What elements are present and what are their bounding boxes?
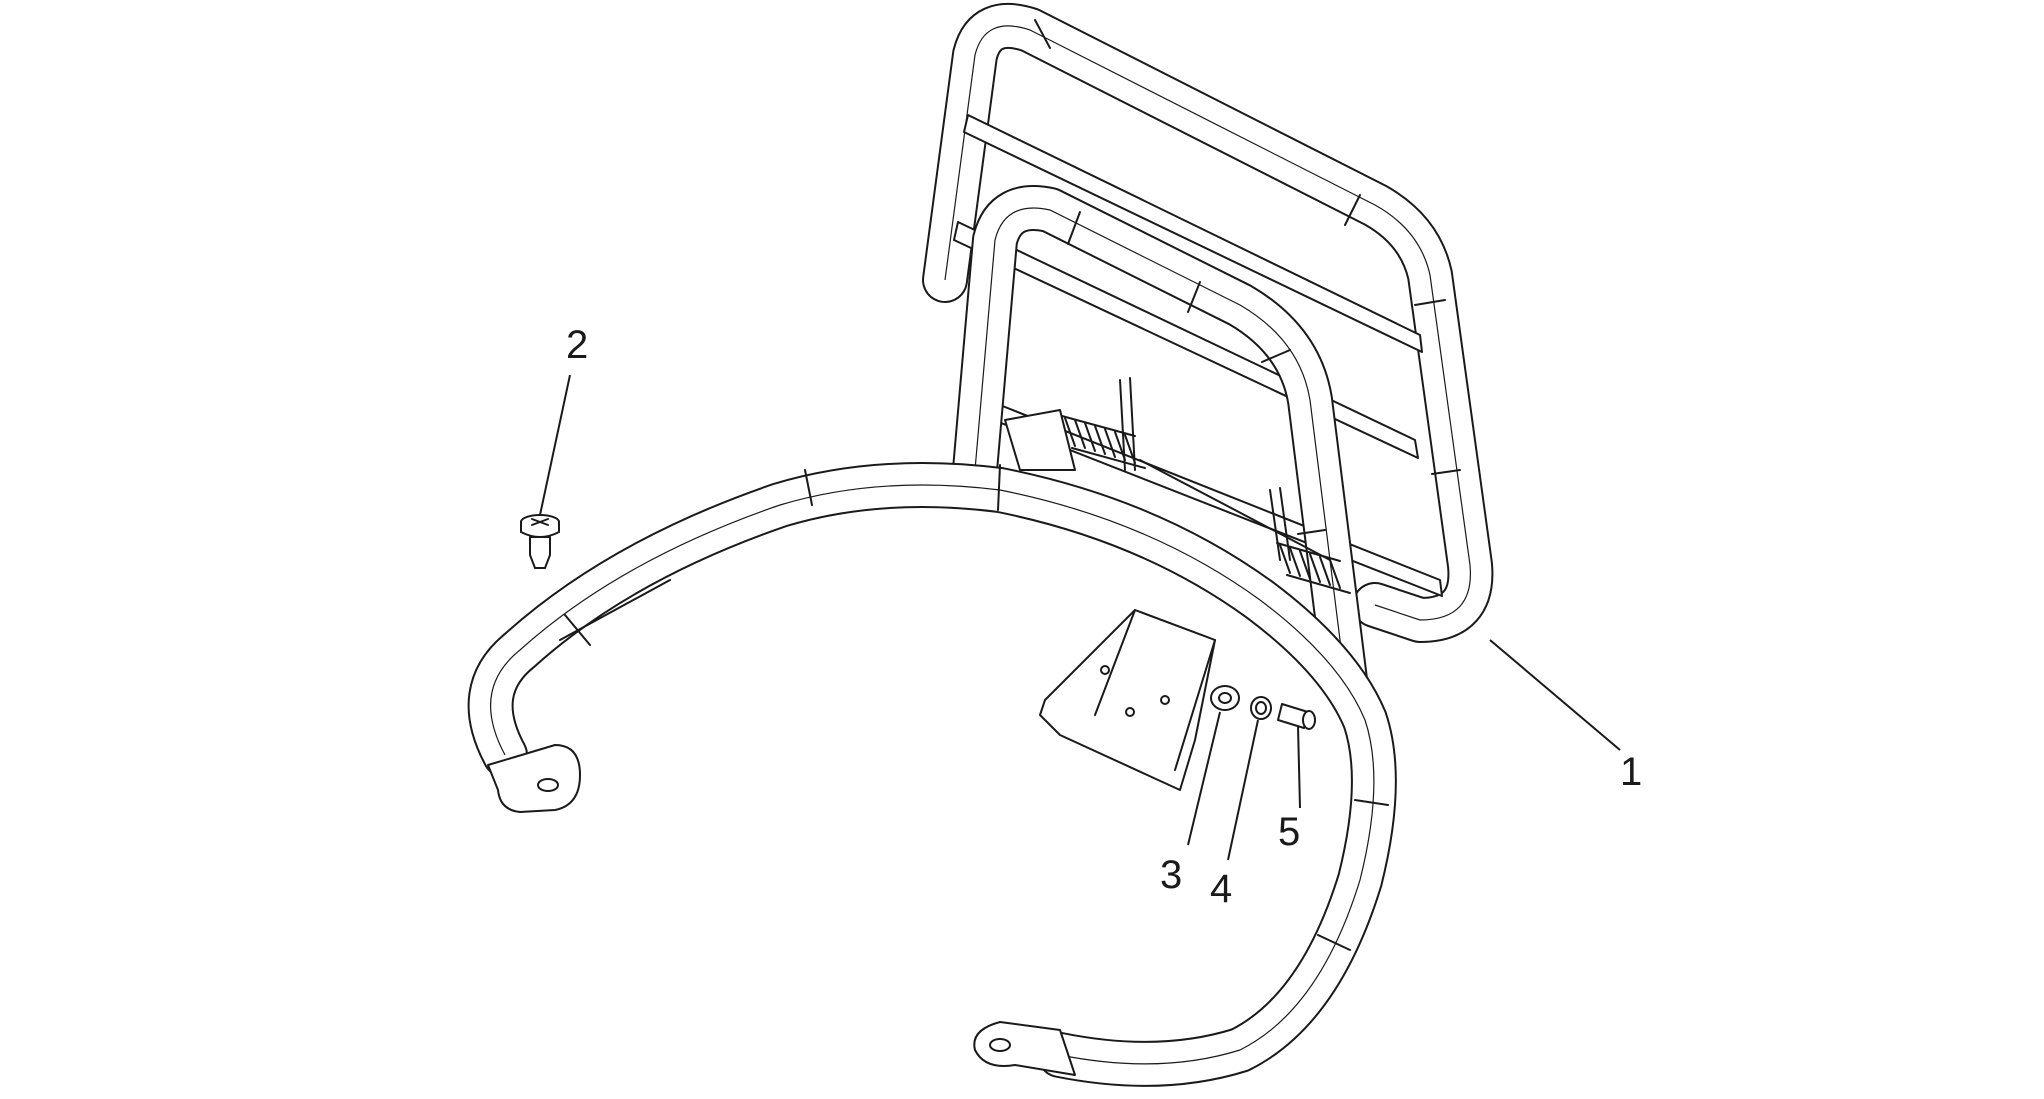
callout-2: 2	[539, 323, 588, 516]
grab-handle-loop	[952, 185, 1368, 703]
callout-3: 3	[1160, 711, 1221, 897]
callout-label-3: 3	[1160, 853, 1182, 897]
callout-label-5: 5	[1278, 810, 1300, 854]
callout-5: 5	[1278, 725, 1301, 854]
left-mount-foot	[487, 744, 581, 813]
pin-part-5	[1277, 703, 1316, 730]
backrest-frame	[922, 3, 1494, 643]
mounting-bracket	[1039, 609, 1216, 791]
screw-part	[520, 514, 560, 569]
main-rail	[467, 462, 1397, 1087]
washer-part-4	[1250, 696, 1272, 720]
callout-1: 1	[1489, 639, 1642, 794]
callout-label-2: 2	[566, 323, 588, 367]
callout-label-1: 1	[1620, 750, 1642, 794]
hinge-springs	[1004, 377, 1351, 594]
callout-label-4: 4	[1210, 867, 1232, 911]
callout-4: 4	[1210, 719, 1259, 911]
right-mount-foot	[973, 1021, 1076, 1076]
washer-part-3	[1210, 685, 1240, 711]
